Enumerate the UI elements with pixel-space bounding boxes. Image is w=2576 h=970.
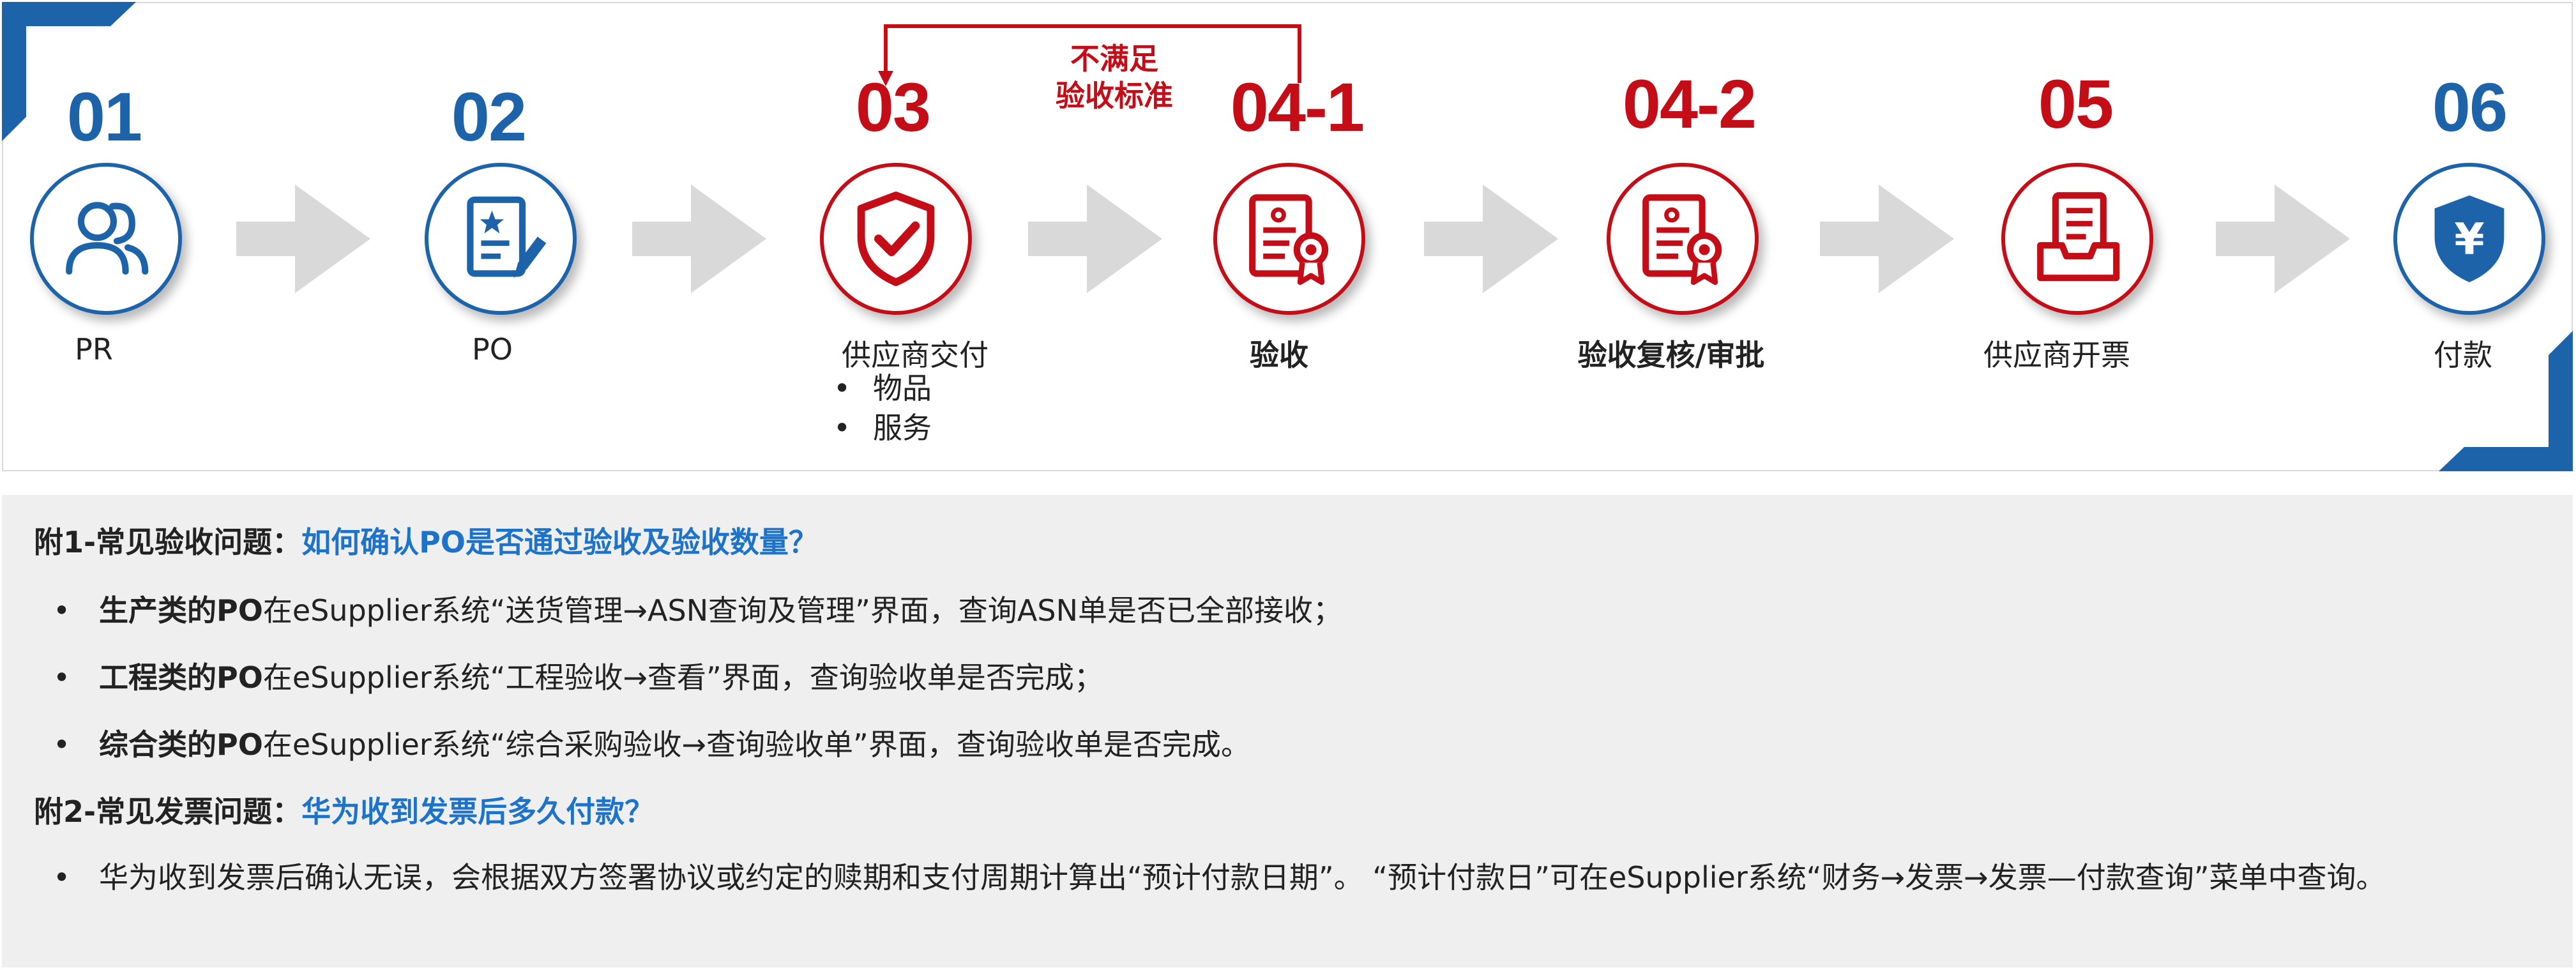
step-04-1-circle [1213,163,1365,315]
faq-panel: 附1-常见验收问题：如何确认PO是否通过验收及验收数量？ •生产类的PO在eSu… [2,495,2573,967]
step-02-number: 02 [451,78,527,155]
step-01-label: PR [75,332,113,367]
faq-2-title: 附2-常见发票问题： [34,794,302,829]
step-05-label: 供应商开票 [1983,338,2130,372]
step-02-circle [425,163,577,315]
yuan-shield-icon: ¥ [2434,195,2504,282]
step-04-2-circle [1607,163,1759,315]
svg-text:¥: ¥ [2454,215,2484,265]
faq-2-question: 华为收到发票后多久付款？ [301,794,655,829]
step-01-number: 01 [66,78,142,155]
faq-2-item-1-text: 华为收到发票后确认无误，会根据双方签署协议或约定的赎期和支付周期计算出“预计付款… [99,860,2386,895]
loop-label-line-2: 验收标准 [1056,79,1173,113]
loop-connector-arrow [878,24,1301,86]
sub-item-services: 服务 [873,411,932,445]
step-01-circle [30,163,182,315]
flow-arrow-3 [1028,185,1162,293]
step-06-number: 06 [2432,68,2508,146]
shield-check-icon [857,192,935,286]
faq-1-item-1-text: 在eSupplier系统“送货管理→ASN查询及管理”界面，查询ASN单是否已全… [262,593,1343,628]
bottom-right-corner-decoration [2439,331,2573,471]
loop-label: 不满足 验收标准 [1056,40,1173,114]
step-06-circle: ¥ [2393,163,2545,315]
step-03-sub-list: •物品 •服务 [833,368,932,448]
flow-arrow-2 [632,185,766,293]
document-pen-icon [467,196,547,278]
step-04-1-label: 验收 [1250,338,1308,372]
list-item: •物品 [833,371,932,405]
process-flow-panel: 不满足 验收标准 01 02 03 04-1 04-2 05 06 [2,2,2573,471]
step-03-label: 供应商交付 [842,338,989,372]
list-item: •服务 [833,411,932,445]
step-03-number: 03 [855,68,931,146]
flow-arrow-4 [1424,185,1558,293]
flow-arrow-1 [236,185,370,293]
step-03-circle [820,163,972,315]
step-04-1-number: 04-1 [1230,68,1365,146]
faq-1-heading: 附1-常见验收问题：如何确认PO是否通过验收及验收数量？ [34,519,818,561]
faq-1-item-1-bold: 生产类的PO [99,593,263,628]
loop-label-line-1: 不满足 [1070,42,1158,76]
faq-1-item-2: •工程类的PO在eSupplier系统“工程验收→查看”界面，查询验收单是否完成… [53,660,1103,695]
faq-1-item-2-bold: 工程类的PO [99,660,263,695]
faq-2-heading: 附2-常见发票问题：华为收到发票后多久付款？ [34,789,654,831]
faq-1-item-3: •综合类的PO在eSupplier系统“综合采购验收→查询验收单”界面，查询验收… [53,727,1250,762]
faq-1-item-3-text: 在eSupplier系统“综合采购验收→查询验收单”界面，查询验收单是否完成。 [262,727,1250,762]
faq-1-item-2-text: 在eSupplier系统“工程验收→查看”界面，查询验收单是否完成； [262,660,1103,695]
faq-1-question: 如何确认PO是否通过验收及验收数量？ [301,525,818,559]
certificate-icon [1249,194,1329,285]
faq-1-item-1: •生产类的PO在eSupplier系统“送货管理→ASN查询及管理”界面，查询A… [53,593,1343,628]
step-04-2-label: 验收复核/审批 [1577,338,1765,372]
faq-2-item-1: •华为收到发票后确认无误，会根据双方签署协议或约定的赎期和支付周期计算出“预计付… [53,853,2543,902]
step-05-circle [2001,163,2153,315]
flow-arrow-6 [2216,185,2350,293]
step-04-2-number: 04-2 [1622,65,1757,142]
step-05-number: 05 [2038,65,2114,142]
faq-1-title: 附1-常见验收问题： [34,525,302,559]
step-02-label: PO [472,332,513,367]
step-06-label: 付款 [2434,338,2492,372]
invoice-tray-icon [2037,192,2120,282]
top-left-corner-decoration [2,2,136,141]
faq-1-item-3-bold: 综合类的PO [99,727,263,762]
users-icon [66,202,149,275]
certificate-icon [1642,194,1722,285]
flow-arrow-5 [1820,185,1954,293]
sub-item-goods: 物品 [873,371,932,405]
